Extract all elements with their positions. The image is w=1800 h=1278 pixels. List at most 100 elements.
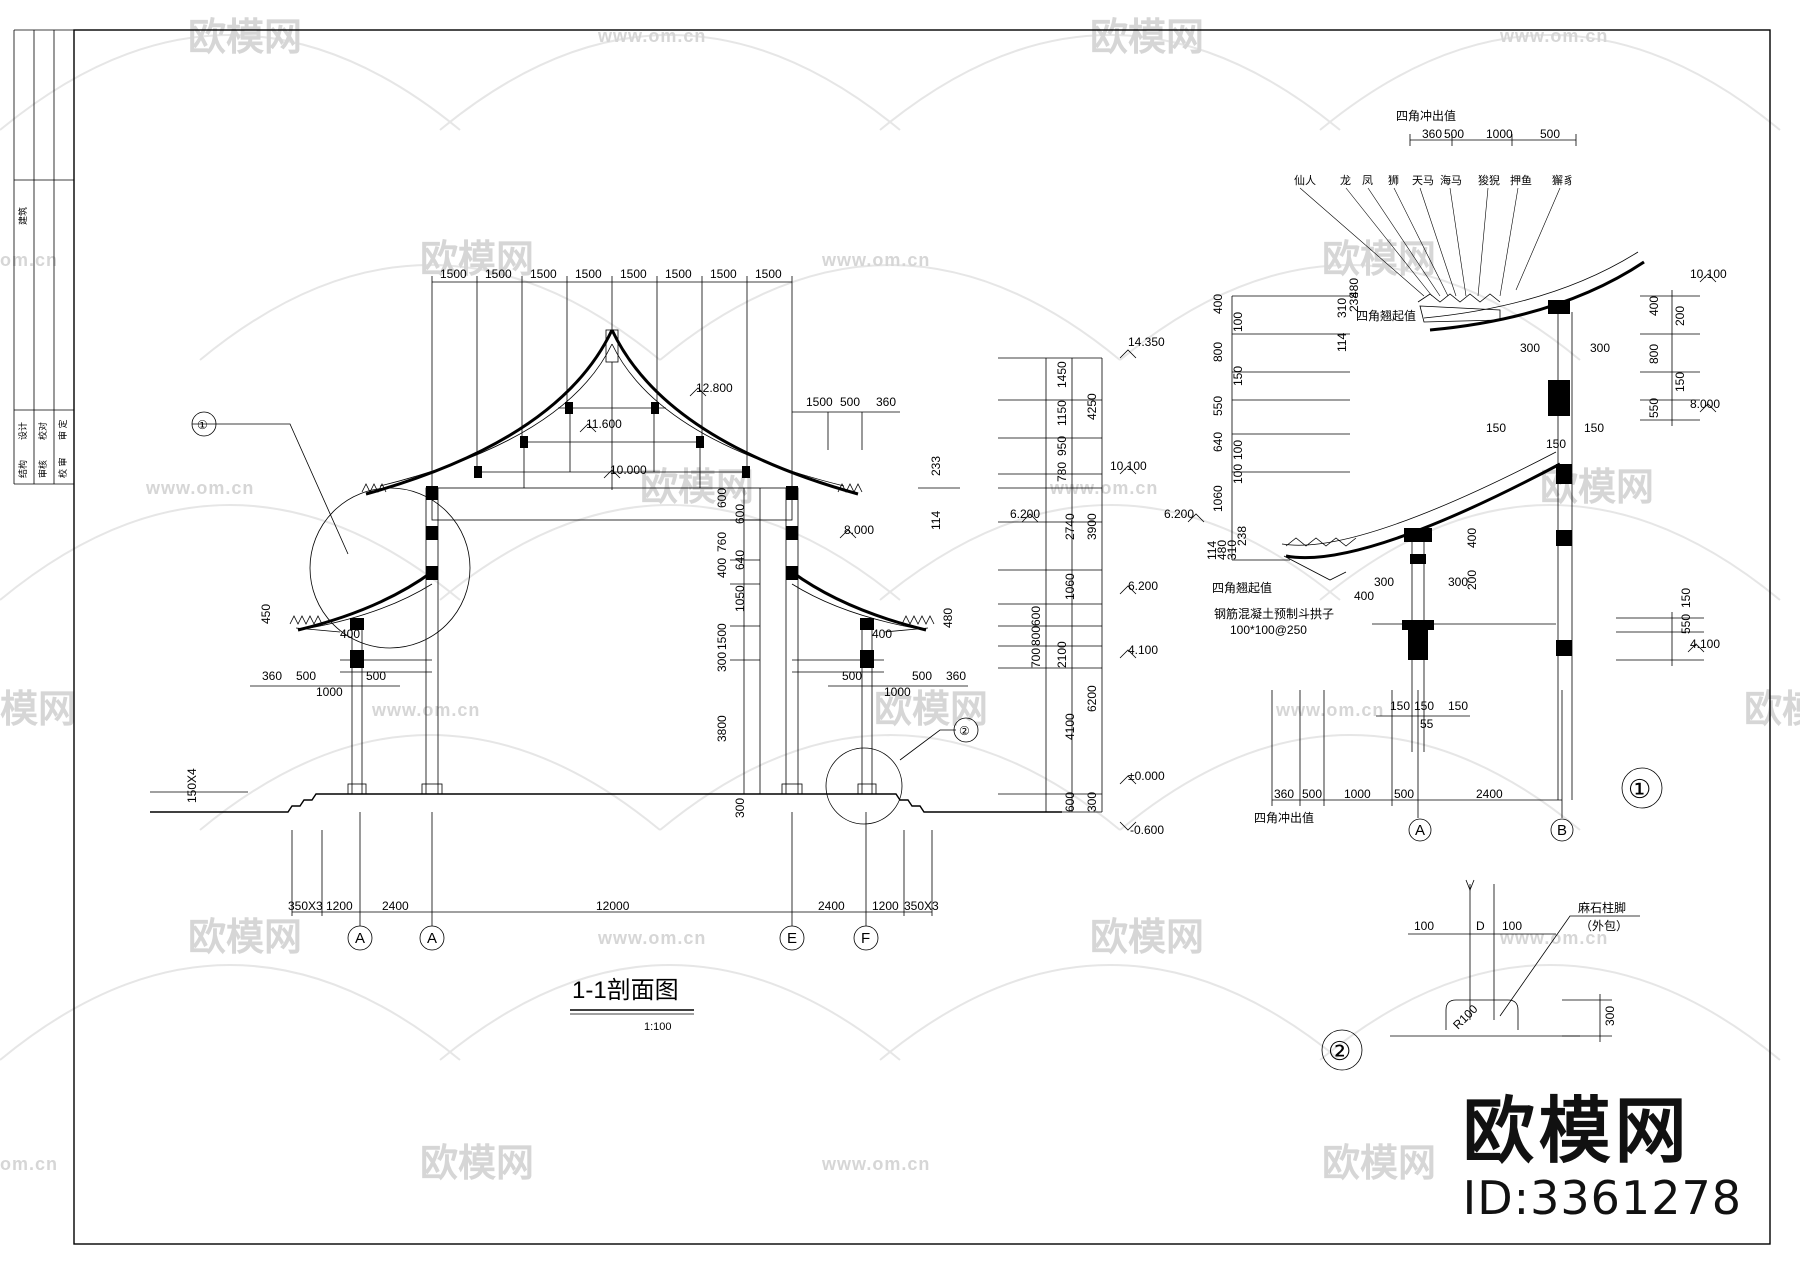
section-title: 1-1剖面图 — [572, 977, 679, 1004]
detail-dim: 310 — [1335, 298, 1349, 318]
note: 500 — [842, 669, 862, 683]
ornament-label: 海马 — [1440, 173, 1462, 187]
vertical-dim: 3800 — [715, 715, 729, 742]
detail-dim: 640 — [1211, 432, 1225, 452]
ornament-label: 獬豸 — [1552, 173, 1574, 187]
note: 500 — [912, 669, 932, 683]
detail-level: 4.100 — [1690, 637, 1720, 651]
detail-1: 四角冲出值 360 500 1000 500 仙人 龙 凤 狮 天马 海马 狻猊… — [1164, 108, 1727, 842]
detail-label-circle — [1321, 1029, 1363, 1071]
detail-level: 6.200 — [1164, 507, 1194, 521]
note: 360 — [876, 395, 896, 409]
axis-label: B — [1557, 822, 1567, 839]
title-block-cell: 建筑 — [17, 207, 28, 225]
lower-roof-right — [791, 570, 927, 632]
detail-left-dims: 400 100 800 150 550 100 640 100 1060 — [1211, 294, 1350, 561]
detail-dim: 300 — [1374, 575, 1394, 589]
ornament-leaders — [1299, 187, 1561, 297]
detail-dim: 100 — [1502, 919, 1522, 933]
note: 500 — [296, 669, 316, 683]
detail-dim: 238 — [1347, 292, 1361, 312]
detail-dim: 1060 — [1211, 485, 1225, 512]
detail-lower-roof — [1285, 462, 1561, 560]
level-mark: 6.200 — [1010, 507, 1040, 521]
detail-label: ① — [1628, 774, 1651, 804]
detail-label: ② — [1328, 1036, 1351, 1066]
axis-label: A — [1415, 822, 1425, 839]
watermark: 模网 — [0, 689, 76, 731]
watermark: 欧模网 — [420, 239, 534, 281]
detail-dim: 100 — [1231, 312, 1245, 332]
detail-dim: 400 — [1647, 296, 1661, 316]
inner-level: 8.000 — [844, 523, 874, 537]
detail-note: 四角翘起值 — [1212, 580, 1272, 595]
vertical-dim: 4250 — [1085, 393, 1099, 420]
brand-id: ID:3361278 — [1462, 1171, 1742, 1225]
detail-dim: 200 — [1465, 570, 1479, 590]
watermark: 欧模网 — [188, 917, 302, 959]
watermark: 欧模网 — [1744, 689, 1800, 731]
ornament-label: 龙 — [1340, 174, 1351, 187]
detail-dim: 100 — [1231, 440, 1245, 460]
watermark: 欧模网 — [188, 17, 302, 59]
note: 1000 — [316, 685, 343, 699]
detail-dim: 150 — [1546, 437, 1566, 451]
eave-ornaments — [289, 483, 935, 633]
vertical-dim: 6200 — [1085, 685, 1099, 712]
section-scale: 1:100 — [644, 1021, 672, 1033]
watermark: 欧模网 — [874, 689, 988, 731]
vertical-dim: 600 — [1063, 792, 1077, 812]
inner-levels: 12.800 11.600 10.000 8.000 — [579, 381, 874, 539]
vertical-dim: 300 — [1085, 792, 1099, 812]
watermark-url: www.om.cn — [1499, 928, 1608, 948]
watermark-url: www.om.cn — [1049, 478, 1158, 498]
level-mark: 6.200 — [1128, 579, 1158, 593]
detail-dim: 500 — [1302, 787, 1322, 801]
note: 1000 — [884, 685, 911, 699]
callout-label: ② — [959, 724, 970, 738]
axis-marker — [347, 925, 373, 951]
watermarks: 欧模网 www.om.cn 欧模网 www.om.cn 欧模网 www.om.c… — [0, 17, 1800, 1185]
vertical-dim: 600 — [715, 488, 729, 508]
detail-dim: 100 — [1414, 919, 1434, 933]
note: 480 — [941, 608, 955, 628]
top-dim: 1500 — [440, 267, 467, 281]
detail-dim: 800 — [1647, 344, 1661, 364]
bottom-dim: 12000 — [596, 899, 630, 913]
vertical-dim: 1060 — [1063, 573, 1077, 600]
title-block-cell: 审核 — [37, 460, 48, 478]
detail-dim: 100 — [1231, 464, 1245, 484]
level-mark: 10.100 — [1110, 459, 1147, 473]
detail-note: 四角翘起值 — [1356, 308, 1416, 323]
detail-dim: 150 — [1673, 372, 1687, 392]
note: 450 — [259, 604, 273, 624]
top-dim: 1500 — [665, 267, 692, 281]
detail-dim: 150 — [1414, 699, 1434, 713]
axis-label: E — [787, 930, 797, 947]
vertical-dim: 300 — [715, 652, 729, 672]
detail-upper-roof — [1429, 260, 1645, 332]
sheet-frame: 建筑 结构 设计 审核 校对 校 审 审 定 — [13, 29, 1771, 1245]
detail-level: 8.000 — [1690, 397, 1720, 411]
vertical-dim: 780 — [1055, 462, 1069, 482]
vertical-dim: 950 — [1055, 436, 1069, 456]
detail-note: 麻石柱脚 — [1578, 900, 1626, 915]
vertical-dim: 700 — [1029, 648, 1043, 668]
note: 114 — [929, 511, 943, 530]
detail-dim: 150 — [1486, 421, 1506, 435]
detail-dim: 400 — [1465, 528, 1479, 548]
vertical-dim: 300 — [733, 798, 747, 818]
axis-marker — [1408, 818, 1432, 842]
vertical-dim: 1450 — [1055, 361, 1069, 388]
bottom-dim: 350X3 — [288, 899, 323, 913]
axis-marker — [779, 925, 805, 951]
detail-dim: 238 — [1235, 526, 1249, 546]
bottom-dimension-chain: 350X3 1200 2400 12000 2400 1200 350X3 A … — [288, 812, 939, 951]
top-dim: 1500 — [530, 267, 557, 281]
axis-marker — [419, 925, 445, 951]
ground-line — [150, 793, 1062, 813]
level-mark: 4.100 — [1128, 643, 1158, 657]
watermark: 欧模网 — [1322, 239, 1436, 281]
vertical-dim: 600 — [1029, 606, 1043, 626]
detail-dim: 400 — [1211, 294, 1225, 314]
